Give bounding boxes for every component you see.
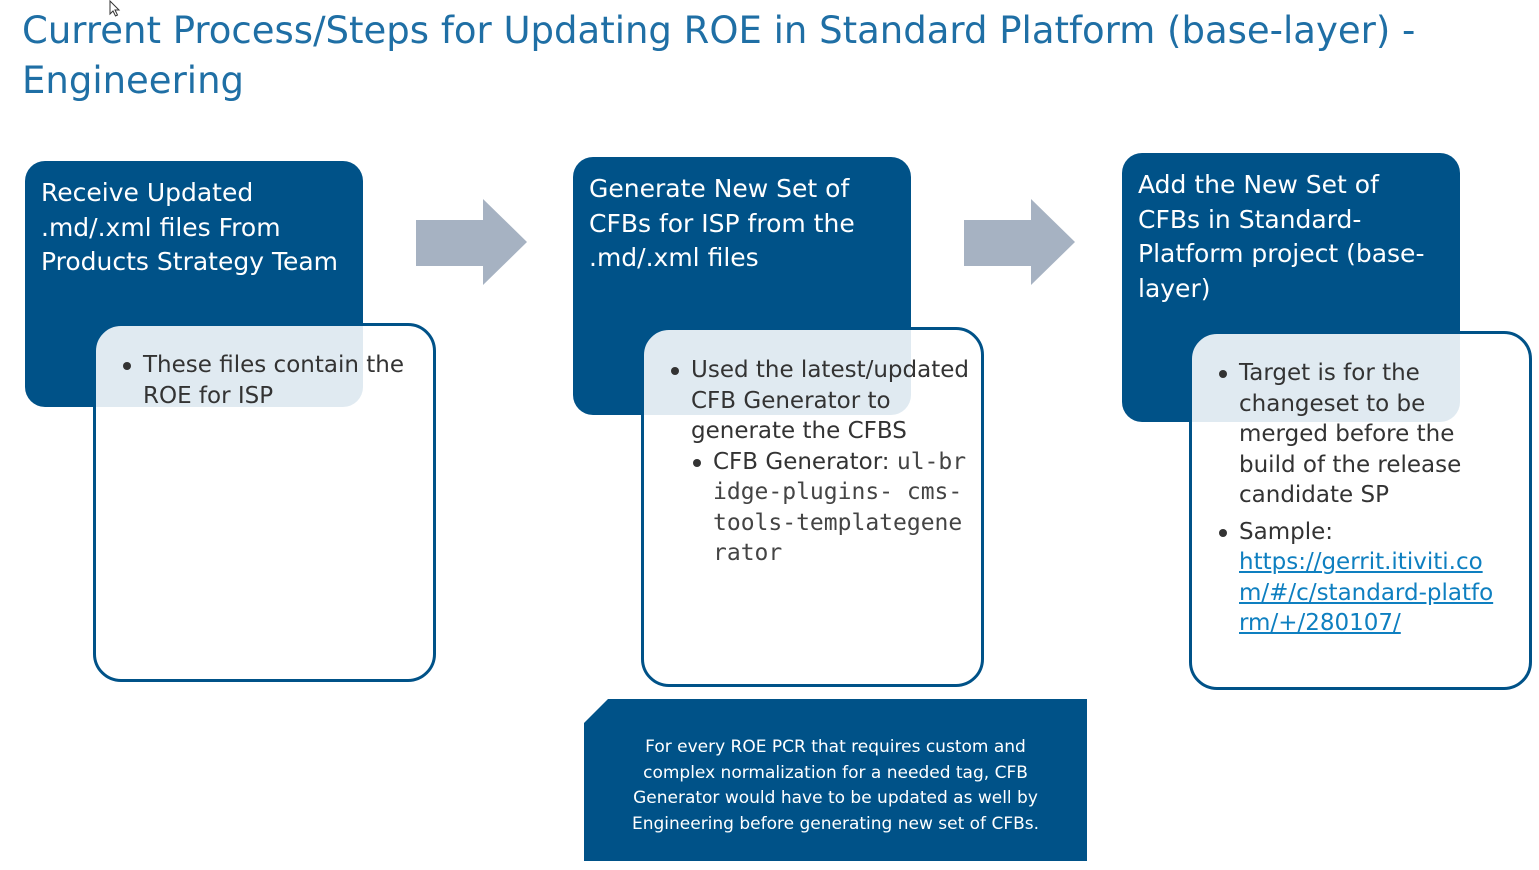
step-2-bullet: Used the latest/updated CFB Generator to… <box>669 355 971 569</box>
step-2-sub-bullet: CFB Generator: ul-bridge-plugins- cms-to… <box>691 447 971 569</box>
arrow-right-icon <box>964 199 1075 285</box>
step-2-bullet-text: Used the latest/updated CFB Generator to… <box>691 357 969 444</box>
step-2-detail-box: Used the latest/updated CFB Generator to… <box>641 327 984 687</box>
page-title: Current Process/Steps for Updating ROE i… <box>22 9 1416 102</box>
step-2-sub-code: ul-bridge-plugins- cms-tools-templategen… <box>713 448 967 567</box>
step-1-detail-box: These files contain the ROE for ISP <box>93 323 436 682</box>
step-2-heading: Generate New Set of CFBs for ISP from th… <box>589 174 855 272</box>
step-3-sample-label: Sample: <box>1239 518 1333 545</box>
sample-link[interactable]: https://gerrit.itiviti.com/#/c/standard-… <box>1239 549 1494 636</box>
step-3-sample-bullet: Sample: https://gerrit.itiviti.com/#/c/s… <box>1217 517 1499 639</box>
step-1-heading: Receive Updated .md/.xml files From Prod… <box>41 178 339 276</box>
mouse-cursor-icon <box>109 0 121 17</box>
note-callout: For every ROE PCR that requires custom a… <box>584 699 1087 861</box>
step-2-sub-label: CFB Generator: <box>713 448 890 475</box>
step-3-heading: Add the New Set of CFBs in Standard-Plat… <box>1138 170 1425 303</box>
arrow-right-icon <box>416 199 527 285</box>
note-text: For every ROE PCR that requires custom a… <box>631 737 1040 834</box>
step-3-detail-box: Target is for the changeset to be merged… <box>1189 331 1532 690</box>
step-3-bullet: Target is for the changeset to be merged… <box>1217 358 1499 511</box>
step-1-bullet: These files contain the ROE for ISP <box>121 350 419 411</box>
